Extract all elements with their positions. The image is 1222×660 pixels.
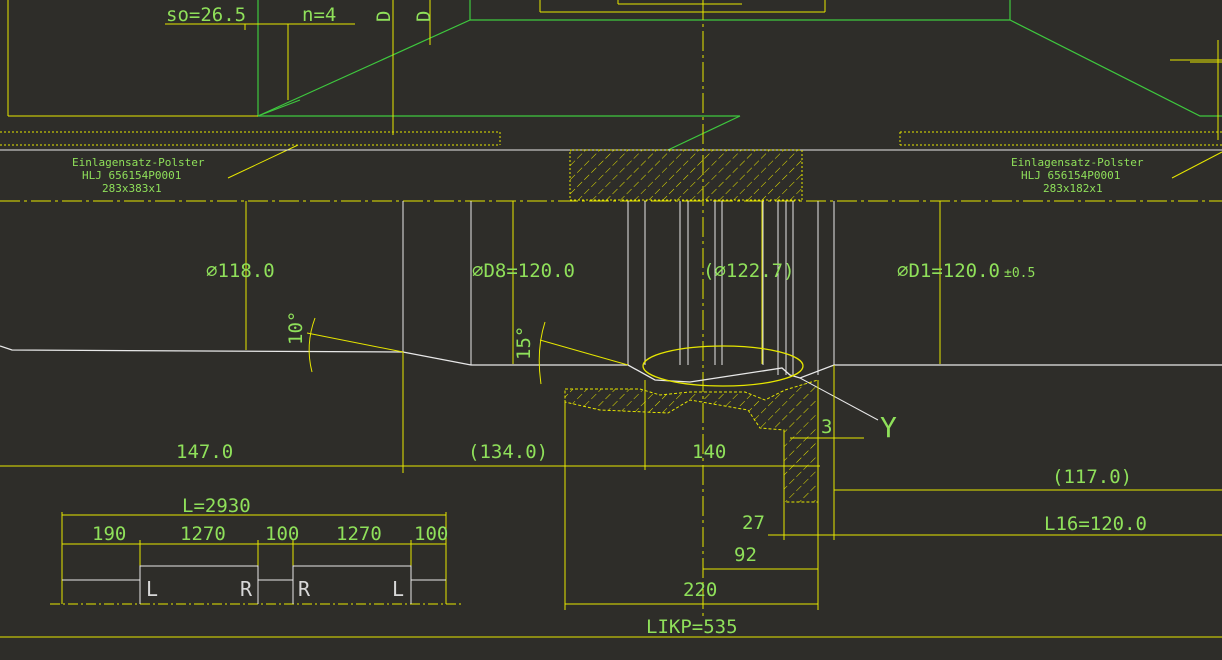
profile-verticals [402,201,835,375]
schematic-mark-r1: R [240,577,253,601]
schematic-segment-3: 100 [265,523,299,545]
pad-label-right: Einlagensatz-Polster HLJ 656154P0001 283… [1011,156,1144,195]
pad-left-line3: 283x383x1 [102,182,162,195]
pad-right-line1: Einlagensatz-Polster [1011,156,1144,169]
dim-length-l16: L16=120.0 [1044,513,1147,535]
upper-dimension-lines [0,0,1222,179]
lower-dimension-lines [0,352,1222,638]
dim-tolerance: ±0.5 [1004,266,1035,281]
schematic-mark-r2: R [298,577,311,601]
dim-length-140: 140 [692,441,726,463]
schematic-total-length: L=2930 [182,495,251,517]
pad-right-line2: HLJ 656154P0001 [1021,169,1120,182]
dim-length-220: 220 [683,579,717,601]
pad-label-left: Einlagensatz-Polster HLJ 656154P0001 283… [72,156,205,195]
dim-diameter-d8: ∅D8=120.0 [472,260,575,282]
hatched-pad [569,149,803,201]
dim-n: n=4 [302,4,336,26]
dim-so: so=26.5 [166,4,246,26]
dim-angle-10: 10° [285,311,307,345]
schematic-rolls [62,565,446,604]
angle-arcs [308,317,546,385]
dim-length-3: 3 [821,416,832,438]
pad-left-line2: HLJ 656154P0001 [82,169,181,182]
dim-length-134: (134.0) [468,441,548,463]
diameter-dimension-lines [245,201,941,366]
dim-length-117: (117.0) [1052,466,1132,488]
pass-profile [0,345,1222,383]
dim-d-left: D [373,11,395,22]
pad-left-line1: Einlagensatz-Polster [72,156,205,169]
detail-callout-y: Y [880,411,897,444]
dim-diameter-122-7: (∅122.7) [703,260,795,282]
detail-ellipse [642,345,804,387]
schematic-segment-5: 100 [414,523,448,545]
dim-angle-15: 15° [513,326,535,360]
dim-likp: LIKP=535 [646,616,738,638]
dim-diameter-118: ∅118.0 [206,260,275,282]
upper-roll-outline [257,0,1222,151]
dim-length-92: 92 [734,544,757,566]
schematic-segment-4: 1270 [336,523,382,545]
dim-d-right: D [413,11,435,22]
schematic-mark-l2: L [392,577,404,601]
pad-right-line3: 283x182x1 [1043,182,1103,195]
schematic-mark-l1: L [146,577,158,601]
dim-length-147: 147.0 [176,441,233,463]
schematic-segment-2: 1270 [180,523,226,545]
dim-diameter-d1: ∅D1=120.0 [897,260,1000,282]
lower-roll-section [564,379,819,503]
schematic-segment-1: 190 [92,523,126,545]
dim-length-27: 27 [742,512,765,534]
